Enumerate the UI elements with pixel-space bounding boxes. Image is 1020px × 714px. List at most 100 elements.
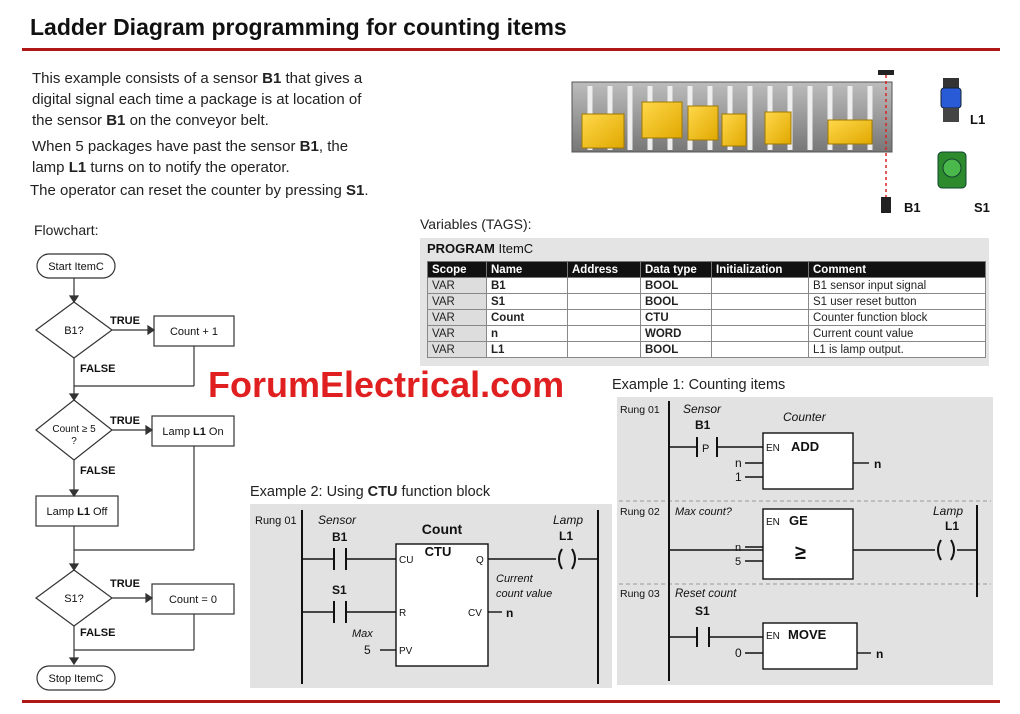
sensor-emitter xyxy=(878,70,894,75)
conveyor-illustration: B1 L1 S1 xyxy=(571,70,990,215)
n-input: n xyxy=(735,456,742,470)
reset-count-label: Reset count xyxy=(675,588,737,600)
s1-decision-text: S1? xyxy=(64,593,84,605)
example1-ladder: Rung 01 Sensor B1 P Counter EN ADD n 1 n… xyxy=(617,397,993,685)
lamp-coil xyxy=(558,548,563,570)
move-label: MOVE xyxy=(788,627,827,642)
pin-cv: CV xyxy=(468,608,482,619)
col-type: Data type xyxy=(640,261,712,278)
tags-table: Scope Name Address Data type Initializat… xyxy=(427,261,986,358)
lamp-base xyxy=(943,108,959,122)
tags-header-row: Scope Name Address Data type Initializat… xyxy=(427,261,986,278)
lamp-on-box xyxy=(151,415,235,447)
package xyxy=(581,113,625,149)
l1-tag: L1 xyxy=(945,519,959,533)
zero-input: 0 xyxy=(735,646,742,660)
intro-line-6: The operator can reset the counter by pr… xyxy=(30,182,369,199)
n-input-2: n xyxy=(735,542,741,554)
en-pin-1: EN xyxy=(766,443,780,454)
s1-label: S1 xyxy=(974,200,990,215)
current-label-2: count value xyxy=(496,588,552,600)
intro-line-4: When 5 packages have past the sensor B1,… xyxy=(32,138,349,155)
package xyxy=(827,119,873,145)
current-label-1: Current xyxy=(496,573,534,585)
start-text: Start ItemC xyxy=(48,261,104,273)
lamp-coil xyxy=(937,539,942,561)
b1-tag: B1 xyxy=(695,418,711,432)
push-button-cap xyxy=(942,158,962,178)
count-decision-text-2: ? xyxy=(71,436,77,447)
max-count-label: Max count? xyxy=(675,506,733,518)
rung3-label: Rung 03 xyxy=(620,588,660,600)
example1-label: Example 1: Counting items xyxy=(612,377,786,393)
package xyxy=(641,101,683,139)
ge-block xyxy=(762,508,854,580)
n-tag: n xyxy=(506,606,513,620)
flowchart: Start ItemC B1? TRUE Count + 1 FALSE Cou… xyxy=(34,253,235,691)
rung1-label: Rung 01 xyxy=(620,404,660,416)
counter-label: Counter xyxy=(783,410,827,424)
stop-terminal xyxy=(36,665,116,691)
program-title: PROGRAM ItemC xyxy=(427,241,534,256)
max-label: Max xyxy=(352,628,373,640)
count-plus-text: Count + 1 xyxy=(170,326,218,338)
l1-label: L1 xyxy=(970,112,985,127)
s1-tag: S1 xyxy=(332,583,347,597)
b1-decision-text: B1? xyxy=(64,325,84,337)
add-label: ADD xyxy=(791,439,819,454)
flowchart-label: Flowchart: xyxy=(34,222,99,238)
pin-cu: CU xyxy=(399,555,413,566)
example2-label: Example 2: Using CTU function block xyxy=(250,484,491,500)
lamp-off-box xyxy=(35,495,119,527)
lamp-cap xyxy=(943,78,959,88)
block-type: CTU xyxy=(425,544,452,559)
one-input: 1 xyxy=(735,470,742,484)
example2-ladder: Rung 01 Sensor B1 S1 Count CTU CU R PV Q… xyxy=(250,504,612,688)
ge-label: GE xyxy=(789,513,808,528)
footer-divider xyxy=(22,700,1000,703)
col-name: Name xyxy=(486,261,568,278)
true-label-3: TRUE xyxy=(110,578,140,590)
col-scope: Scope xyxy=(427,261,487,278)
p-marker: P xyxy=(702,443,709,455)
false-label-2: FALSE xyxy=(80,465,115,477)
stop-text: Stop ItemC xyxy=(48,673,103,685)
l1-tag: L1 xyxy=(559,529,573,543)
col-init: Initialization xyxy=(711,261,809,278)
count-zero-box xyxy=(151,583,235,615)
lamp-on-text: Lamp L1 On xyxy=(162,426,223,438)
pin-q: Q xyxy=(476,555,484,566)
sensor-label: Sensor xyxy=(683,402,722,416)
intro-line-5: lamp L1 turns on to notify the operator. xyxy=(32,159,290,176)
true-label-2: TRUE xyxy=(110,415,140,427)
n-output: n xyxy=(874,457,881,471)
page-title: Ladder Diagram programming for counting … xyxy=(30,14,567,40)
package xyxy=(687,105,719,141)
col-address: Address xyxy=(567,261,641,278)
lamp-icon xyxy=(940,87,962,109)
tags-label: Variables (TAGS): xyxy=(420,216,532,232)
pin-r: R xyxy=(399,608,406,619)
start-terminal xyxy=(36,253,116,279)
intro-line-2: digital signal each time a package is at… xyxy=(32,91,362,108)
rung2-label: Rung 02 xyxy=(620,506,660,518)
block-name: Count xyxy=(422,521,463,537)
rung-label: Rung 01 xyxy=(255,515,297,527)
col-comment: Comment xyxy=(808,261,986,278)
package xyxy=(721,113,747,147)
lamp-off-text: Lamp L1 Off xyxy=(47,506,109,518)
add-block xyxy=(762,432,854,490)
sensor-receiver xyxy=(881,197,891,213)
s1-tag: S1 xyxy=(695,604,710,618)
false-label-1: FALSE xyxy=(80,363,115,375)
intro-line-3: the sensor B1 on the conveyor belt. xyxy=(32,112,269,129)
intro-line-1: This example consists of a sensor B1 tha… xyxy=(32,70,363,87)
count-decision-text-1: Count ≥ 5 xyxy=(52,424,96,435)
lamp-label: Lamp xyxy=(933,504,963,518)
n-output-3: n xyxy=(876,647,883,661)
b1-label: B1 xyxy=(904,200,921,215)
move-block xyxy=(762,622,858,670)
